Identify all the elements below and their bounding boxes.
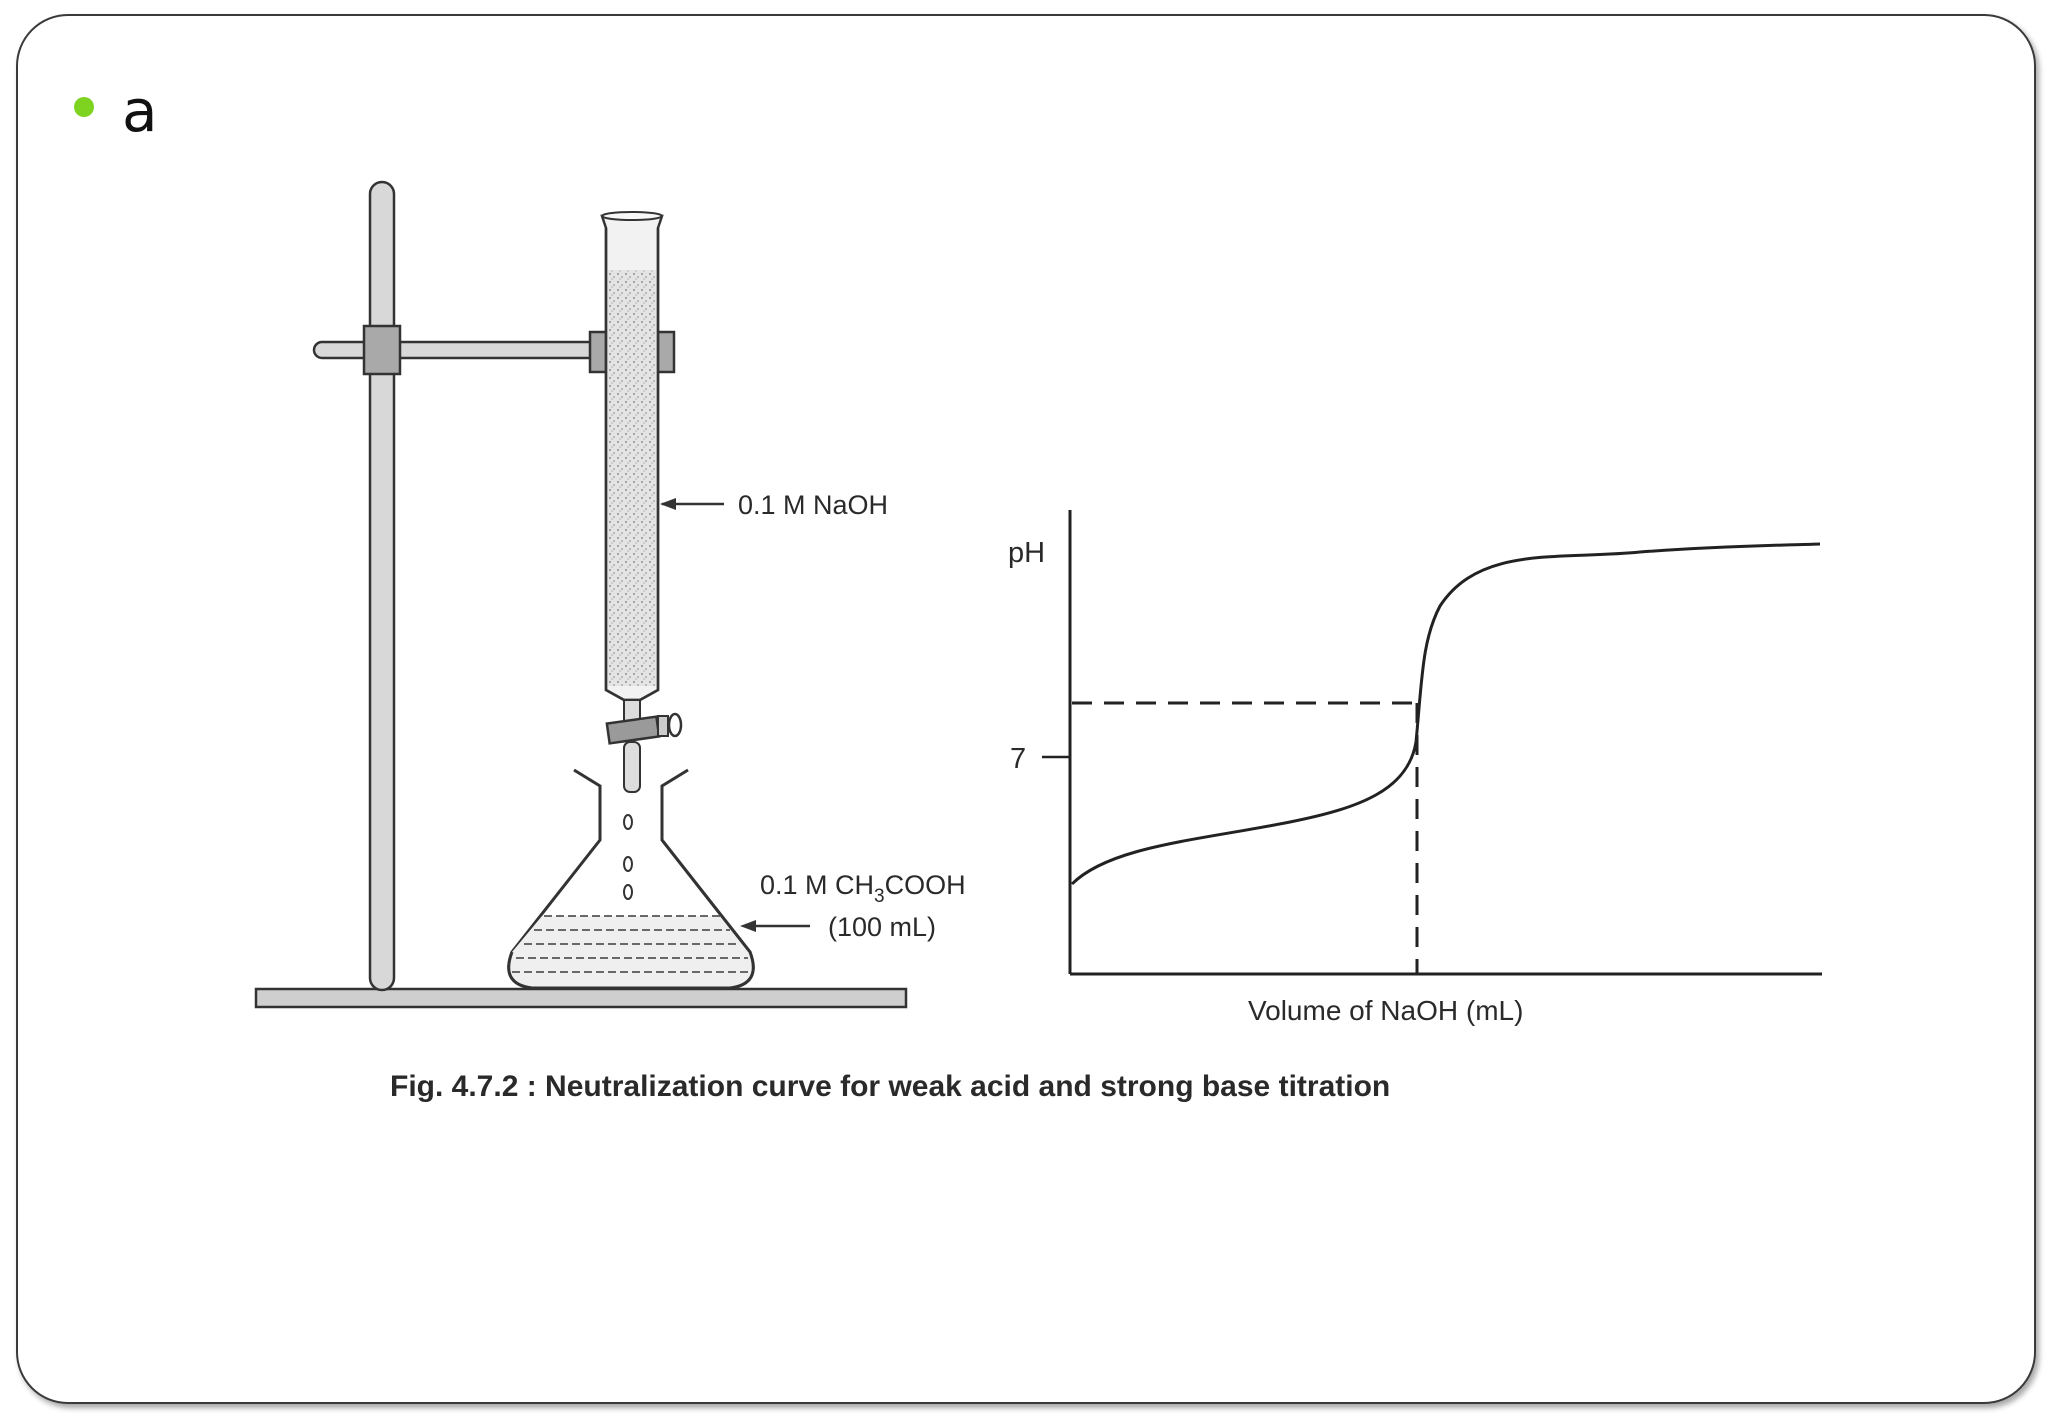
- x-axis-label: Volume of NaOH (mL): [1248, 995, 1523, 1026]
- burette-label-group: 0.1 M NaOH: [660, 490, 888, 520]
- flask-label: 0.1 M CH3COOH: [760, 870, 966, 907]
- flask-label-group: 0.1 M CH3COOH (100 mL): [740, 870, 966, 942]
- y-tick-label: 7: [1010, 743, 1026, 775]
- burette-label: 0.1 M NaOH: [738, 490, 888, 520]
- bullet-item: a: [74, 82, 158, 140]
- y-axis-label: pH: [1008, 537, 1045, 569]
- slide-frame: [16, 14, 2036, 1404]
- stand-base: [254, 987, 908, 1009]
- stand-rod: [368, 180, 396, 992]
- conical-flask: [507, 768, 755, 990]
- bullet-dot-icon: [74, 97, 94, 117]
- bullet-text: a: [122, 77, 158, 145]
- ph-graph: pH 7 Volume of NaOH (mL): [1008, 510, 1822, 1026]
- burette: [600, 211, 683, 793]
- falling-drops: [623, 814, 633, 900]
- figure-caption: Fig. 4.7.2 : Neutralization curve for we…: [390, 1070, 1390, 1103]
- flask-volume-label: (100 mL): [828, 912, 936, 942]
- titration-curve: [1070, 542, 1821, 886]
